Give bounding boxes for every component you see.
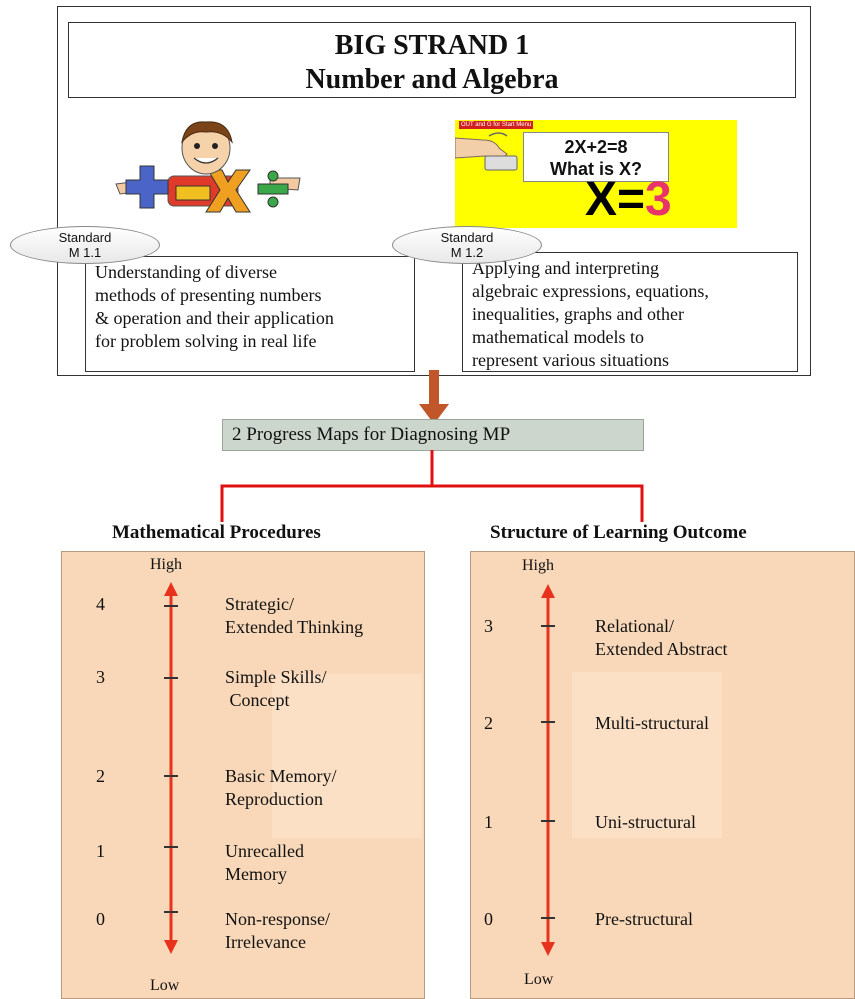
- level-label: Strategic/ Extended Thinking: [225, 593, 363, 639]
- axis-high-label: High: [522, 557, 554, 574]
- axis-arrow-down: [541, 942, 555, 956]
- level-label: Relational/ Extended Abstract: [595, 615, 727, 661]
- answer-variable: X=: [585, 173, 646, 226]
- axis-arrow-up: [164, 582, 178, 596]
- standard-2-line: mathematical models to: [472, 327, 644, 347]
- pointing-hand-icon: [455, 132, 518, 171]
- level-label-line: Relational/: [595, 616, 674, 636]
- level-label: Pre-structural: [595, 909, 693, 929]
- standard-1-line: & operation and their application: [95, 308, 334, 328]
- level-number: 0: [96, 909, 105, 929]
- level-label: Unrecalled Memory: [225, 840, 304, 886]
- level-label-line: Simple Skills/: [225, 667, 327, 687]
- panel-highlight: [572, 672, 722, 838]
- answer: X=3: [585, 174, 672, 226]
- standard-2-line: algebraic expressions, equations,: [472, 281, 709, 301]
- axis-low-label: Low: [150, 977, 180, 994]
- standard-description-2: Applying and interpreting algebraic expr…: [462, 252, 798, 372]
- standard-2-line: Applying and interpreting: [472, 258, 659, 278]
- standard-2-line: inequalities, graphs and other: [472, 304, 684, 324]
- standard-2-line: represent various situations: [472, 350, 669, 370]
- level-number: 3: [484, 616, 493, 636]
- standard-badge-label: Standard: [58, 230, 112, 245]
- axis-high-label: High: [150, 556, 182, 573]
- level-number: 1: [96, 841, 105, 861]
- panel-highlight: [272, 674, 422, 838]
- level-label-line: Concept: [225, 690, 290, 710]
- level-number: 1: [484, 812, 493, 832]
- level-number: 4: [96, 594, 105, 614]
- standard-badge-code: M 1.1: [68, 245, 102, 260]
- axis-arrow-up: [541, 584, 555, 598]
- standard-1-line: Understanding of diverse: [95, 262, 277, 282]
- level-number: 2: [96, 766, 105, 786]
- level-label-line: Non-response/: [225, 909, 330, 929]
- down-arrow-icon: [419, 370, 449, 424]
- question-text: What is X?: [549, 159, 642, 179]
- level-label-line: Extended Thinking: [225, 617, 364, 637]
- map-title-solo: Structure of Learning Outcome: [490, 522, 747, 543]
- standard-badge-code: M 1.2: [450, 245, 484, 260]
- level-label: Basic Memory/ Reproduction: [225, 765, 336, 811]
- math-boy-illustration: [115, 121, 301, 213]
- answer-value: 3: [645, 173, 672, 226]
- standard-description-1: Understanding of diverse methods of pres…: [85, 256, 415, 372]
- level-label-line: Irrelevance: [225, 932, 306, 952]
- branch-connector: [220, 450, 644, 522]
- level-number: 2: [484, 713, 493, 733]
- standard-badge-1: Standard M 1.1: [10, 226, 160, 264]
- level-label-line: Reproduction: [225, 789, 323, 809]
- strand-subtitle: Number and Algebra: [305, 64, 559, 95]
- map-title-procedures: Mathematical Procedures: [112, 522, 321, 543]
- level-label: Uni-structural: [595, 812, 696, 832]
- level-number: 3: [96, 667, 105, 687]
- level-label-line: Memory: [225, 864, 287, 884]
- equation-card: 2X+2=8 What is X?: [523, 132, 669, 182]
- standard-1-line: for problem solving in real life: [95, 331, 317, 351]
- strand-title: BIG STRAND 1: [334, 30, 530, 61]
- procedures-axis: [164, 582, 178, 954]
- standard-badge-2: Standard M 1.2: [392, 226, 542, 264]
- panel-caption: OUT and G for Start Menu: [459, 121, 534, 129]
- axis-low-label: Low: [524, 971, 554, 988]
- axis-arrow-down: [164, 940, 178, 954]
- level-label-line: Strategic/: [225, 594, 294, 614]
- solo-axis: [541, 584, 555, 956]
- level-label-line: Basic Memory/: [225, 766, 337, 786]
- strand-title-box: BIG STRAND 1 Number and Algebra: [68, 22, 796, 98]
- level-number: 0: [484, 909, 493, 929]
- progress-maps-label: 2 Progress Maps for Diagnosing MP: [222, 419, 644, 451]
- equation-panel: OUT and G for Start Menu 2X+2=8 What is …: [455, 120, 737, 228]
- level-label-line: Extended Abstract: [595, 639, 728, 659]
- equation-text: 2X+2=8: [564, 137, 628, 157]
- level-label: Multi-structural: [595, 713, 709, 733]
- standard-1-line: methods of presenting numbers: [95, 285, 322, 305]
- standard-badge-label: Standard: [440, 230, 494, 245]
- level-label: Simple Skills/ Concept: [225, 666, 327, 712]
- level-label-line: Unrecalled: [225, 841, 304, 861]
- level-label: Non-response/ Irrelevance: [225, 908, 330, 954]
